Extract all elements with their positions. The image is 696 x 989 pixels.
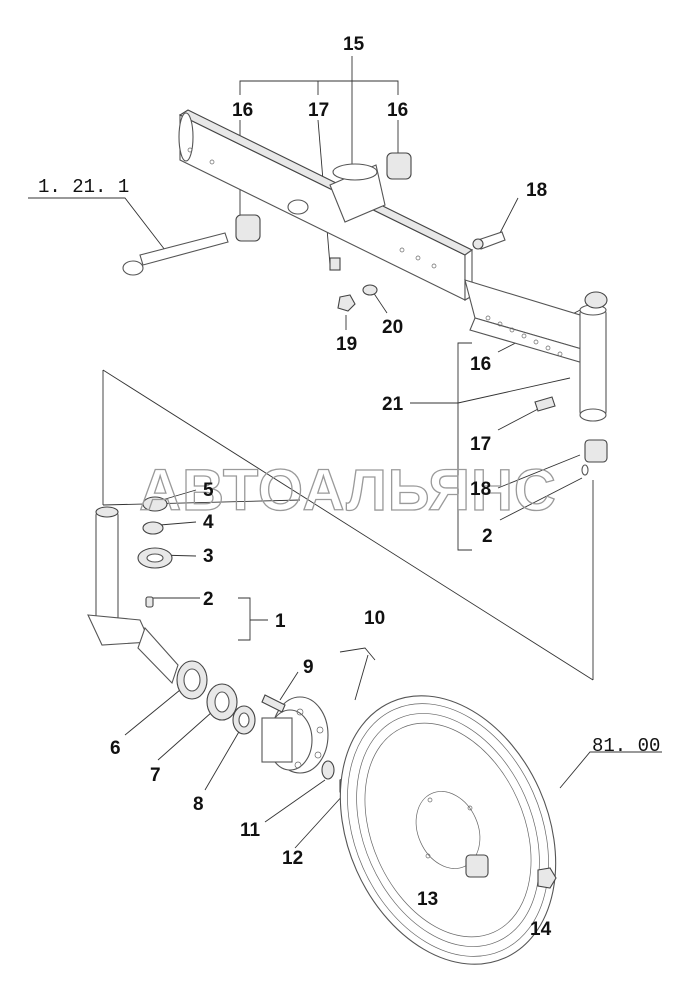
callout-17: 17 [470,434,491,455]
callout-20: 20 [382,317,403,338]
washer-stack [137,496,173,569]
callout-16: 16 [387,100,408,121]
extension-arm [464,279,608,476]
axle-beam [178,109,474,301]
callout-19: 19 [336,334,357,355]
callout-11: 11 [240,820,261,841]
callout-1-21-1: 1. 21. 1 [38,176,129,198]
bearings [176,660,256,735]
callout-5: 5 [203,480,214,501]
callout-9: 9 [303,657,314,678]
callout-7: 7 [150,765,161,786]
callout-2: 2 [203,589,214,610]
watermark-text: АВТОАЛЬЯНС [139,458,556,523]
callout-12: 12 [282,848,303,869]
callout-labels: 15 16 17 16 1. 21. 1 18 19 20 16 21 17 1… [38,34,660,940]
callout-81-00: 81. 00 [592,735,660,757]
callout-14: 14 [530,919,552,940]
wheel-rim [339,695,557,965]
small-parts-upper [122,152,556,412]
callout-16: 16 [470,354,491,375]
callout-17: 17 [308,100,329,121]
callout-4: 4 [203,512,214,533]
callout-3: 3 [203,546,214,567]
callout-15: 15 [343,34,365,55]
callout-2: 2 [482,526,493,547]
callout-1: 1 [275,611,286,632]
callout-16: 16 [232,100,253,121]
callout-18: 18 [470,479,491,500]
callout-6: 6 [110,738,121,759]
callout-18: 18 [526,180,547,201]
callout-8: 8 [193,794,204,815]
callout-13: 13 [417,889,438,910]
wheel-hub [261,694,359,797]
stub-axle [87,506,179,685]
callout-10: 10 [364,608,385,629]
callout-21: 21 [382,394,404,415]
